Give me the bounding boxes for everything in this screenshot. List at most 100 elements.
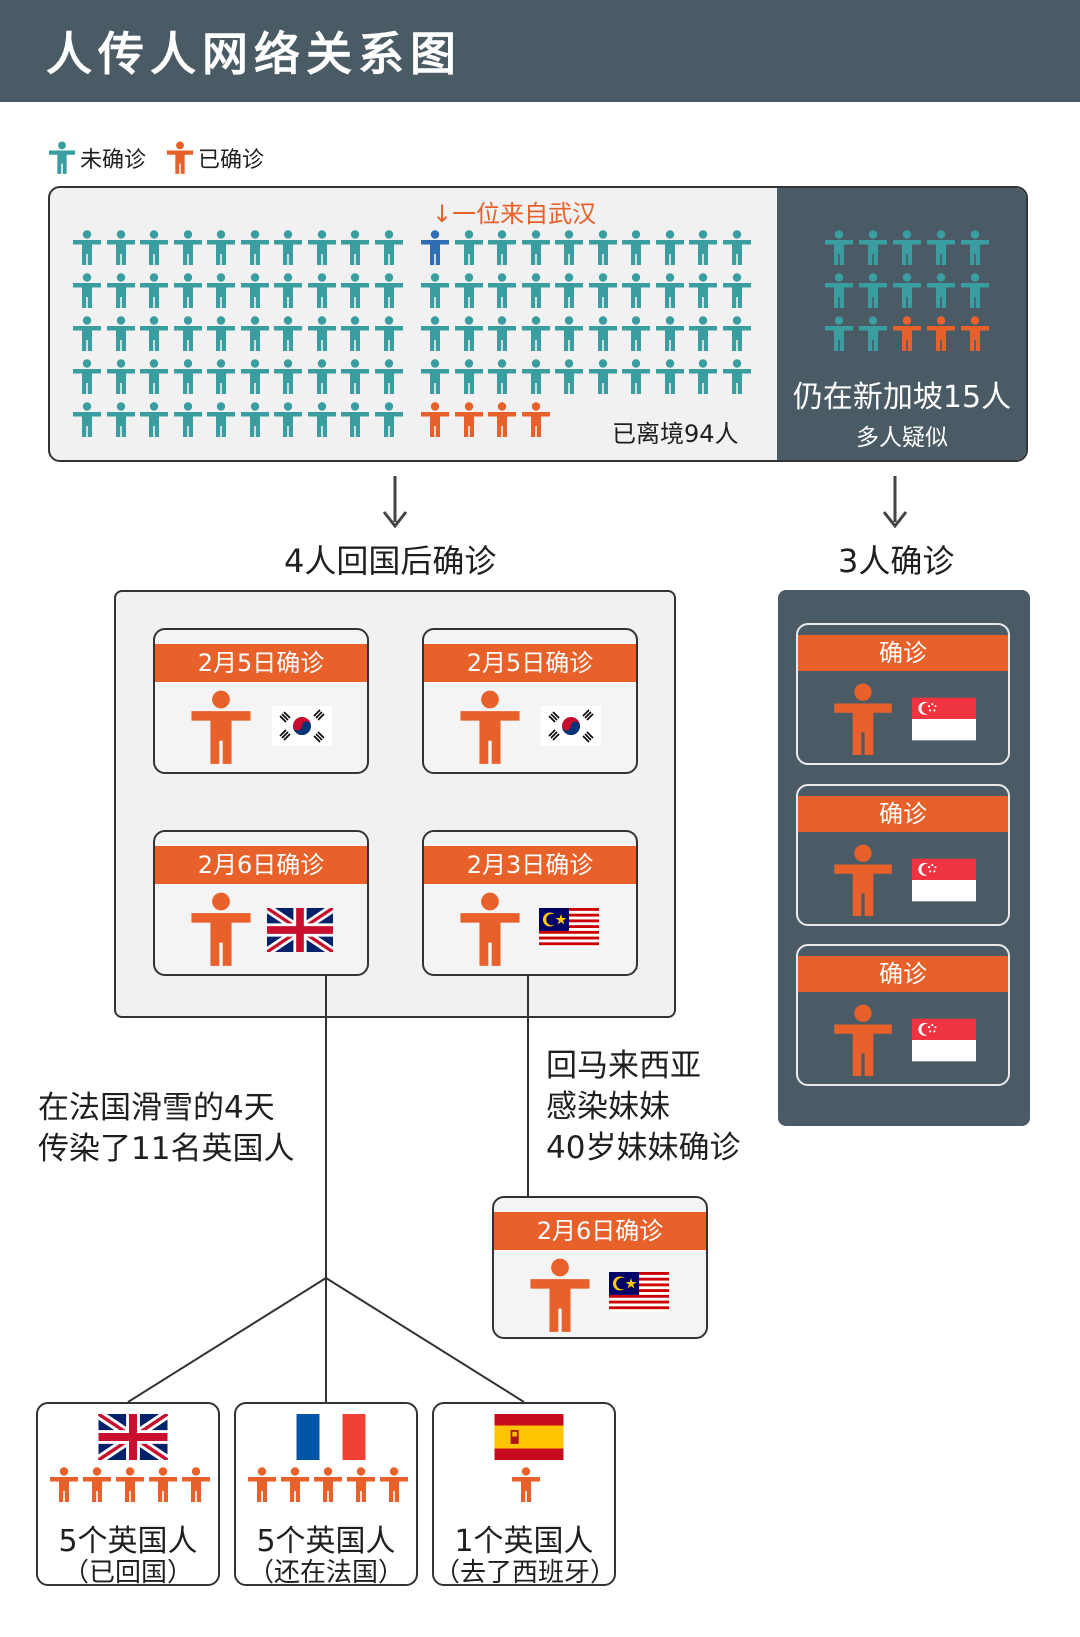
person-icon [832,844,894,918]
confirmed-person-icon [313,1467,343,1503]
person-icon [655,230,685,266]
person-icon [72,273,102,309]
uk-group-status-label: （去了西班牙） [434,1558,617,1588]
person-icon [72,402,102,438]
uk-group-card: 1个英国人 （去了西班牙） [432,1402,617,1588]
confirmed-person-icon [148,1467,178,1503]
person-icon [688,316,718,352]
person-icon [240,316,270,352]
person-icon [240,273,270,309]
person-icon [926,230,956,266]
malaysia-story-line: 40岁妹妹确诊 [546,1130,741,1166]
person-icon [307,230,337,266]
remaining-label: 仍在新加坡15人 [792,380,1012,415]
spain-flag-icon [494,1414,564,1460]
person-icon [374,402,404,438]
person-icon [960,230,990,266]
person-icon [173,359,203,395]
person-icon [832,683,894,757]
person-icon [206,230,236,266]
case-date-label: 2月6日确诊 [155,846,367,884]
person-icon [340,316,370,352]
case-date-label: 2月5日确诊 [424,644,636,682]
confirmed-person-icon [379,1467,409,1503]
singapore-case-card: 确诊 [796,944,1010,1086]
person-icon [340,273,370,309]
person-icon [688,359,718,395]
person-icon [374,359,404,395]
uk-flag-icon [98,1414,168,1460]
person-icon [173,230,203,266]
person-icon [72,359,102,395]
person-icon [926,273,956,309]
person-icon [688,230,718,266]
person-icon [454,316,484,352]
person-icon [240,230,270,266]
person-icon [858,273,888,309]
person-icon [340,402,370,438]
person-icon [458,892,522,968]
person-icon [420,316,450,352]
person-icon [487,230,517,266]
singapore-flag-icon [912,697,976,741]
person-icon [206,316,236,352]
person-icon [106,359,136,395]
person-icon [588,230,618,266]
person-icon [206,273,236,309]
person-icon [139,230,169,266]
confirmed-person-icon [926,316,956,352]
person-icon [521,316,551,352]
confirmed-person-icon [521,402,551,438]
case-date-label: 2月3日确诊 [424,846,636,884]
person-icon [173,273,203,309]
uk-flag-icon [267,908,333,952]
person-icon [273,359,303,395]
person-icon [273,230,303,266]
person-icon [688,273,718,309]
person-icon [206,402,236,438]
confirmed-person-icon [181,1467,211,1503]
person-icon [106,402,136,438]
person-icon [487,316,517,352]
person-icon [655,273,685,309]
sister-case-card: 2月6日确诊 [492,1196,708,1339]
person-icon [528,1258,592,1334]
person-icon [722,230,752,266]
confirmed-person-icon [115,1467,145,1503]
confirmed-person-icon [82,1467,112,1503]
person-icon [722,316,752,352]
uk-group-card: 5个英国人 （已回国） [36,1402,220,1588]
page-title: 人传人网络关系图 [46,27,462,81]
person-icon [106,273,136,309]
south-korea-flag-icon [541,706,601,746]
suspect-label: 多人疑似 [856,425,948,451]
person-icon [487,359,517,395]
person-icon [72,316,102,352]
confirmed-person-icon [960,316,990,352]
person-icon [340,359,370,395]
person-icon [307,273,337,309]
person-icon [554,230,584,266]
legend: 未确诊 已确诊 [48,140,284,176]
person-icon [588,316,618,352]
confirmed-person-icon [454,402,484,438]
uk-group-count-label: 5个英国人 [58,1524,198,1559]
person-icon [824,316,854,352]
person-icon [106,316,136,352]
person-icon [621,359,651,395]
malaysia-story: 回马来西亚 感染妹妹 40岁妹妹确诊 [546,1046,740,1169]
france-story-line: 在法国滑雪的4天 [38,1090,275,1126]
person-icon [273,316,303,352]
case-status-label: 确诊 [798,956,1008,992]
uk-group-status-label: （已回国） [62,1558,193,1588]
person-icon [621,230,651,266]
uk-group-people [247,1467,409,1503]
person-icon [655,316,685,352]
person-icon [189,690,253,766]
confirmed-person-icon [247,1467,277,1503]
person-icon [173,402,203,438]
uk-group-card: 5个英国人 （还在法国） [234,1402,418,1588]
case-card: 2月5日确诊 [422,628,638,774]
legend-item-confirmed: 已确诊 [166,141,264,175]
person-icon [621,273,651,309]
